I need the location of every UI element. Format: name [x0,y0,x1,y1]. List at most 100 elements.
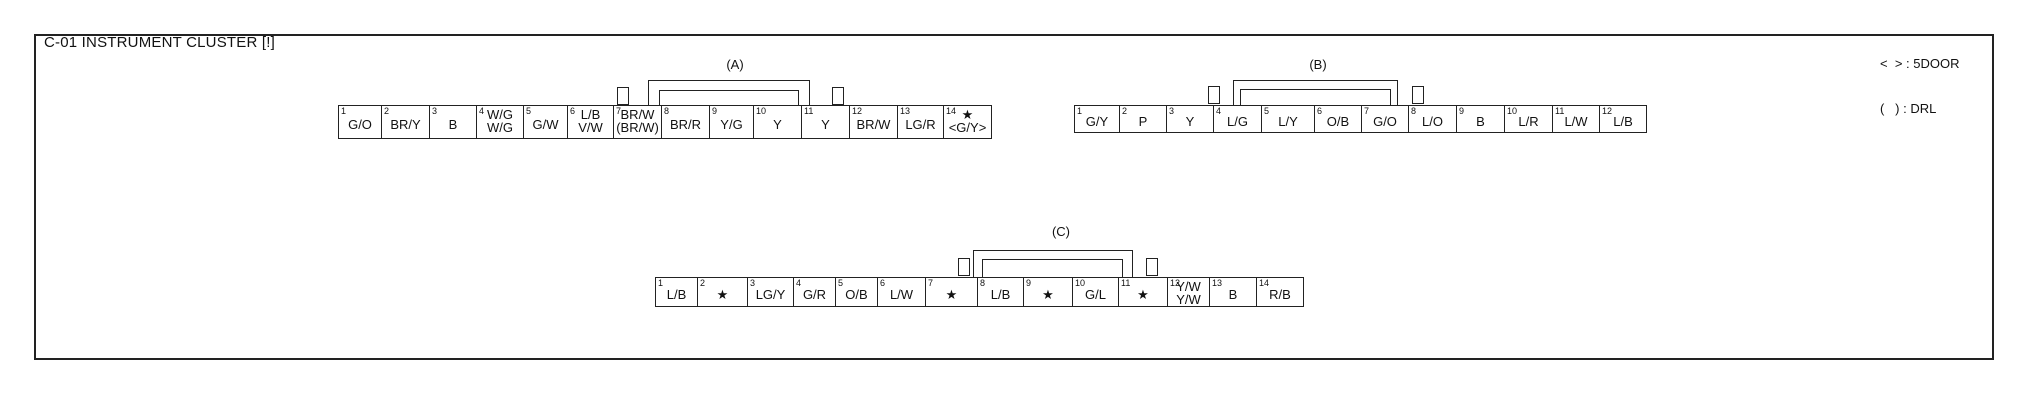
pin-number: 3 [432,106,438,116]
page-title: C-01 INSTRUMENT CLUSTER [!] [44,34,275,51]
pin-number: 13 [1212,278,1223,288]
pin-wire-color: BR/W [856,117,891,132]
pin-number: 11 [1555,106,1565,116]
pin-wire-color: Y [1185,114,1195,129]
pin-wire-color: L/B [1613,114,1633,129]
pin-wire-color: Y [773,117,782,132]
pin-wire-color: L/B [990,287,1011,302]
pin-wire-color: G/Y [1085,114,1109,129]
pin-number: 1 [658,278,664,288]
connector-lock-outer [973,250,1133,277]
pin-number: 14 [946,106,957,116]
pin-wire-color: G/O [1373,114,1397,129]
connector-lock-inner [1240,89,1391,105]
pin-wire-color: L/B [666,287,687,302]
pin-number: 5 [526,106,532,116]
connector-label-b: (B) [1309,57,1327,72]
pin-number: 6 [570,106,576,116]
pin-wire-color: ★ [961,107,974,122]
legend: < > : 5DOOR ( ) : DRL [1880,26,1959,131]
connector-tab [958,258,970,276]
pin-number: 10 [1507,106,1518,116]
connector-c-pin-2: 2★ [697,277,748,307]
connector-lock-outer [1233,80,1398,105]
connector-tab [832,87,844,105]
pin-number: 9 [1459,106,1465,116]
pin-wire-color: BR/Y [390,117,421,132]
pin-wire-color: ★ [1042,287,1054,302]
pin-number: 9 [712,106,718,116]
pin-number: 10 [1075,278,1086,288]
connector-c-pin-11: 11★ [1118,277,1168,307]
pin-number: 7 [928,278,934,288]
pin-number: 2 [1122,106,1128,116]
pin-wire-color: P [1138,114,1148,129]
pin-wire-color: Y/W [1176,279,1201,294]
pin-wire-color: G/O [348,117,372,132]
connector-c-pin-7: 7★ [925,277,978,307]
pin-wire-color: L/B [580,107,601,122]
pin-number: 1 [1077,106,1083,116]
pin-number: 8 [664,106,670,116]
pin-wire-color: B [448,117,458,132]
pin-wire-color: LG/Y [755,287,786,302]
pin-number: 2 [700,278,706,288]
pin-number: 2 [384,106,390,116]
pin-number: 9 [1026,278,1032,288]
pin-wire-color: L/Y [1278,114,1298,129]
diagram-frame [34,34,1994,360]
pin-number: 4 [796,278,802,288]
pin-number: 14 [1259,278,1270,288]
connector-tab [1412,86,1424,104]
connector-label-a: (A) [726,57,744,72]
connector-tab [617,87,629,105]
connector-lock-inner [982,259,1123,277]
connector-tab [1208,86,1220,104]
pin-wire-color: R/B [1269,287,1291,302]
pin-wire-color: L/G [1227,114,1248,129]
pin-wire-color: ★ [1137,287,1149,302]
pin-number: 4 [479,106,485,116]
pin-wire-color-alt: V/W [578,120,603,135]
connector-tab [1146,258,1158,276]
pin-wire-color: BR/R [669,117,702,132]
pin-number: 7 [1364,106,1370,116]
pin-wire-color: G/W [532,117,559,132]
pin-number: 12 [1602,106,1613,116]
pin-number: 8 [980,278,986,288]
pin-wire-color-alt: (BR/W) [616,120,659,135]
pin-number: 5 [1264,106,1270,116]
legend-5door: < > : 5DOOR [1880,56,1960,71]
pin-wire-color: ★ [716,287,729,302]
pin-wire-color: O/B [845,287,868,302]
pin-wire-color: Y [821,117,830,132]
pin-number: 12 [852,106,863,116]
pin-number: 10 [756,106,767,116]
pin-number: 3 [1169,106,1175,116]
pin-wire-color: Y/G [720,117,743,132]
pin-wire-color: O/B [1326,114,1350,129]
pin-wire-color: W/G [487,107,513,122]
pin-number: 12 [1170,278,1181,288]
pin-wire-color-alt: <G/Y> [948,120,987,135]
pin-wire-color: LG/R [905,117,936,132]
connector-lock-outer [648,80,810,105]
pin-wire-color: B [1476,114,1485,129]
pin-number: 13 [900,106,911,116]
